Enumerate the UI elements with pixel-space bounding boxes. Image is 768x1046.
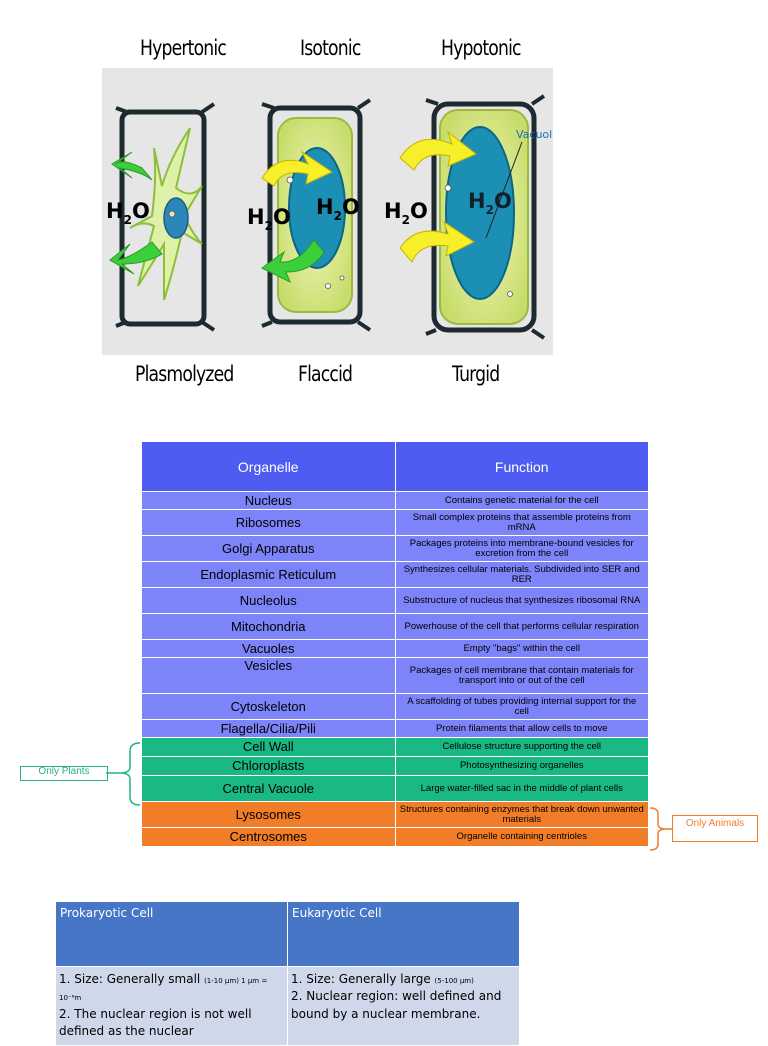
label-hypotonic: Hypotonic xyxy=(441,36,522,60)
plants-brace xyxy=(106,742,141,806)
prokaryotic-nucleus: 2. The nuclear region is not well define… xyxy=(59,1006,252,1039)
eukaryotic-details: 1. Size: Generally large (5-100 μm) 2. N… xyxy=(287,966,520,1046)
cell-comparison-table: Prokaryotic Cell Eukaryotic Cell 1. Size… xyxy=(55,901,520,1046)
turgid-cell xyxy=(399,94,546,340)
water-label-1: H2O xyxy=(106,199,150,227)
organelle-name: Endoplasmic Reticulum xyxy=(141,561,396,588)
water-label-4: H2O xyxy=(384,199,428,227)
water-label-3: H2O xyxy=(316,195,360,223)
organelle-name: Chloroplasts xyxy=(141,756,396,776)
only-animals-label: Only Animals xyxy=(672,815,758,842)
label-isotonic: Isotonic xyxy=(300,36,361,60)
organelle-function: Substructure of nucleus that synthesizes… xyxy=(394,587,649,614)
water-label-5: H2O xyxy=(468,189,512,217)
vacuole-label: Vacuole xyxy=(516,128,553,141)
flaccid-cell xyxy=(261,98,372,332)
organelle-name: Lysosomes xyxy=(141,801,396,828)
organelle-function: Empty "bags" within the cell xyxy=(394,639,649,658)
water-label-2: H2O xyxy=(247,205,291,233)
label-hypertonic: Hypertonic xyxy=(140,36,227,60)
organelle-function: Structures containing enzymes that break… xyxy=(394,801,649,828)
organelle-name: Golgi Apparatus xyxy=(141,535,396,562)
eukaryotic-size: 1. Size: Generally large (5-100 μm) xyxy=(291,972,474,986)
prokaryotic-details: 1. Size: Generally small (1-10 μm) 1 μm … xyxy=(55,966,288,1046)
organelle-function: Protein filaments that allow cells to mo… xyxy=(394,719,649,738)
organelle-function: Contains genetic material for the cell xyxy=(394,491,649,510)
header-eukaryotic: Eukaryotic Cell xyxy=(287,901,520,967)
organelle-function: Synthesizes cellular materials. Subdivid… xyxy=(394,561,649,588)
organelle-name: Vacuoles xyxy=(141,639,396,658)
organelle-name: Central Vacuole xyxy=(141,775,396,802)
label-turgid: Turgid xyxy=(452,362,500,386)
prokaryotic-size: 1. Size: Generally small (1-10 μm) 1 μm … xyxy=(59,972,268,1003)
organelle-name: Centrosomes xyxy=(141,827,396,847)
organelle-function: Packages of cell membrane that contain m… xyxy=(394,657,649,694)
plasmolyzed-cell xyxy=(109,102,216,332)
organelle-name: Vesicles xyxy=(141,657,396,694)
organelle-function: Cellulose structure supporting the cell xyxy=(394,737,649,757)
label-plasmolyzed: Plasmolyzed xyxy=(135,362,234,386)
organelle-name: Flagella/Cilia/Pili xyxy=(141,719,396,738)
organelle-function: Packages proteins into membrane-bound ve… xyxy=(394,535,649,562)
header-organelle: Organelle xyxy=(141,441,396,492)
header-prokaryotic: Prokaryotic Cell xyxy=(55,901,288,967)
organelle-name: Mitochondria xyxy=(141,613,396,640)
organelle-function: Small complex proteins that assemble pro… xyxy=(394,509,649,536)
plant-cell-osmosis-diagram: H2O H2O H2O H2O H2O Vacuole xyxy=(102,68,553,355)
only-plants-label: Only Plants xyxy=(20,766,108,781)
organelle-name: Cytoskeleton xyxy=(141,693,396,720)
cell-table-header: Prokaryotic Cell Eukaryotic Cell xyxy=(55,901,520,967)
organelle-name: Nucleus xyxy=(141,491,396,510)
osmosis-figure: Hypertonic Isotonic Hypotonic xyxy=(0,0,768,400)
eukaryotic-nucleus: 2. Nuclear region: well defined and boun… xyxy=(291,989,502,1021)
organelle-function: Large water-filled sac in the middle of … xyxy=(394,775,649,802)
organelle-function: A scaffolding of tubes providing interna… xyxy=(394,693,649,720)
organelle-function: Organelle containing centrioles xyxy=(394,827,649,847)
table-row: 1. Size: Generally small (1-10 μm) 1 μm … xyxy=(55,966,520,1046)
label-flaccid: Flaccid xyxy=(298,362,353,386)
organelle-name: Nucleolus xyxy=(141,587,396,614)
header-function: Function xyxy=(394,441,649,492)
organelle-name: Ribosomes xyxy=(141,509,396,536)
animals-brace xyxy=(649,807,674,851)
organelle-table-header: Organelle Function xyxy=(141,441,649,492)
organelle-name: Cell Wall xyxy=(141,737,396,757)
organelle-function: Powerhouse of the cell that performs cel… xyxy=(394,613,649,640)
organelle-function: Photosynthesizing organelles xyxy=(394,756,649,776)
